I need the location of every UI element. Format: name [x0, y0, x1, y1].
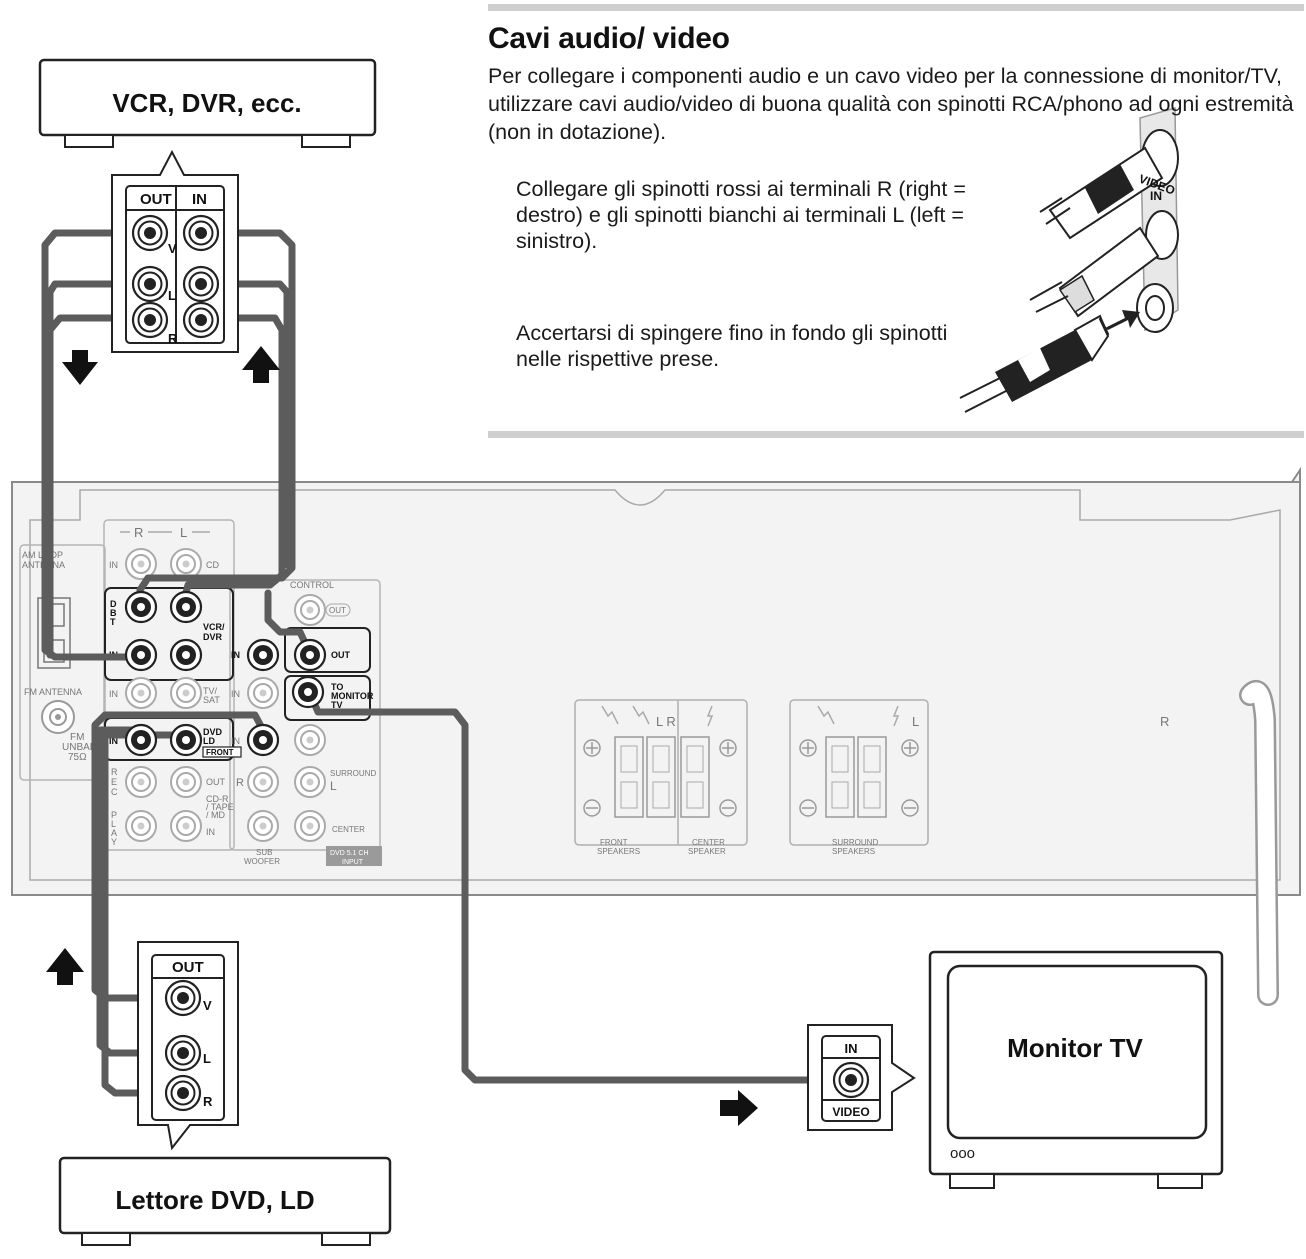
- center-in-label: CENTER: [332, 825, 365, 834]
- woofer-label: WOOFER: [244, 857, 280, 866]
- vcr-out-header: OUT: [140, 191, 172, 208]
- play-in-label: IN: [206, 827, 215, 837]
- vcr-dvr-label-1: VCR/: [203, 622, 225, 632]
- rl-header-l: L: [180, 525, 187, 540]
- arrow-down-icon: [62, 350, 98, 385]
- tv-sat-label-2: SAT: [203, 695, 220, 705]
- vcr-row-v: V: [168, 241, 177, 256]
- center-speaker-label-2: SPEAKER: [688, 847, 726, 856]
- dvd-out-header: OUT: [172, 959, 204, 976]
- tv-in-label: IN: [845, 1041, 858, 1056]
- front-label: FRONT: [206, 748, 234, 757]
- md-label: / MD: [206, 810, 225, 820]
- control-label: CONTROL: [290, 580, 334, 590]
- surround-speakers-label-2: SPEAKERS: [832, 847, 875, 856]
- fm-label: FM: [70, 732, 84, 743]
- cd-label: CD: [206, 560, 219, 570]
- control-out-label: OUT: [329, 606, 346, 615]
- fm-antenna-label: FM ANTENNA: [24, 687, 82, 697]
- dvd-row-v: V: [203, 998, 212, 1013]
- ohm-label: 75Ω: [68, 752, 87, 763]
- video-in-label-2: IN: [1150, 189, 1162, 203]
- dbt-d: D: [110, 599, 117, 609]
- tvsat-in-label: IN: [109, 689, 118, 699]
- dvd-name: Lettore DVD, LD: [115, 1185, 314, 1215]
- intro-text: Per collegare i componenti audio e un ca…: [488, 64, 1294, 144]
- text-panel: Cavi audio/ video Per collegare i compon…: [488, 22, 1306, 146]
- monitor-label: MONITOR: [331, 691, 374, 701]
- rec-out-label: OUT: [206, 777, 226, 787]
- play-p: P: [111, 810, 117, 820]
- surround-l-speaker-label: L: [912, 714, 919, 729]
- play-y: Y: [111, 837, 117, 847]
- cd-in-label: IN: [109, 560, 118, 570]
- front-speaker-terminals: L R FRONT SPEAKERS CENTER SPEAKER: [574, 699, 748, 856]
- instruction-push-plugs: Accertarsi di spingere fino in fondo gli…: [516, 321, 948, 371]
- center-speaker-label-1: CENTER: [692, 838, 725, 847]
- dvd51-label: DVD 5.1 CH: [330, 850, 369, 857]
- surround-speaker-terminals: L SURROUND SPEAKERS: [789, 699, 929, 856]
- page-title: Cavi audio/ video: [488, 22, 730, 55]
- tv-device: Monitor TV ooo IN VIDEO: [807, 950, 1224, 1189]
- cdr-label: CD-R: [206, 794, 229, 804]
- dbt-t: T: [110, 617, 116, 627]
- ld-label: LD: [203, 736, 215, 746]
- arrow-up-icon: [46, 948, 84, 985]
- arrow-up-icon: [242, 346, 280, 383]
- tv-sat-label-1: TV/: [203, 686, 218, 696]
- vcr-dvr-label-2: DVR: [203, 632, 223, 642]
- front-lr-label: L R: [656, 714, 676, 729]
- surround-in-label: SURROUND: [330, 769, 376, 778]
- 51-r-label: R: [236, 777, 244, 789]
- plug-illustration: VIDEO IN: [959, 107, 1179, 413]
- tv-label: TV: [331, 700, 343, 710]
- bottom-rule: [488, 431, 1304, 438]
- sub-label: SUB: [256, 848, 272, 857]
- cables: [41, 229, 844, 1097]
- front-speakers-label-1: FRONT: [600, 838, 628, 847]
- play-a: A: [111, 828, 117, 838]
- surround-l-label: L: [330, 779, 337, 793]
- video-in-label: IN: [231, 650, 240, 660]
- rl-header-r: R: [134, 525, 143, 540]
- unbal-label: UNBAL: [62, 742, 96, 753]
- tape-label: / TAPE: [206, 802, 234, 812]
- tvsat-video-in-label: IN: [231, 689, 240, 699]
- play-l: L: [111, 819, 116, 829]
- tv-name: Monitor TV: [1007, 1033, 1143, 1063]
- vcr-name: VCR, DVR, ecc.: [112, 88, 301, 118]
- top-rule: [488, 4, 1304, 11]
- rec-c: C: [111, 787, 118, 797]
- tv-indicator-lights: ooo: [950, 1145, 975, 1162]
- vcr-row-r: R: [168, 331, 178, 346]
- to-label: TO: [331, 682, 343, 692]
- tv-video-label: VIDEO: [832, 1105, 869, 1119]
- vcr-in-header: IN: [192, 191, 207, 208]
- dvd-in-label: IN: [109, 736, 118, 746]
- rec-r: R: [111, 767, 118, 777]
- right-r-label: R: [1160, 714, 1169, 729]
- video-out-label: OUT: [331, 650, 351, 660]
- vcr-row-l: L: [168, 288, 176, 303]
- front-speakers-label-2: SPEAKERS: [597, 847, 640, 856]
- dvd-video-in-label: IN: [231, 736, 240, 746]
- instruction-color-plugs: Collegare gli spinotti rossi ai terminal…: [516, 177, 966, 253]
- arrow-right-icon: [720, 1090, 758, 1126]
- dvd-label: DVD: [203, 727, 223, 737]
- dvd-device: OUT V L R Lettore DVD, LD: [58, 941, 392, 1246]
- dvd-row-l: L: [203, 1051, 211, 1066]
- receiver-back-panel: AM LOOP ANTENNA FM ANTENNA FM UNBAL 75Ω …: [11, 466, 1301, 1006]
- dvd-row-r: R: [203, 1094, 213, 1109]
- dvd51-input-label: INPUT: [342, 859, 364, 866]
- surround-speakers-label-1: SURROUND: [832, 838, 878, 847]
- rec-e: E: [111, 777, 117, 787]
- dbt-b: B: [110, 608, 117, 618]
